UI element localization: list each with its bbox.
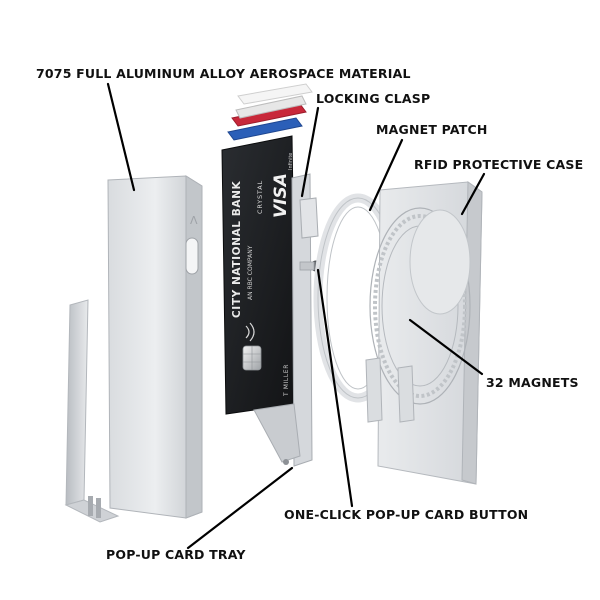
callout-line-magnet-patch [368, 138, 404, 212]
label-32-magnets: 32 MAGNETS [486, 375, 579, 390]
label-locking-clasp: LOCKING CLASP [316, 91, 431, 106]
card-holder: T MILLER [283, 364, 290, 397]
tray-pin [96, 498, 101, 518]
label-popup-button: ONE-CLICK POP-UP CARD BUTTON [284, 507, 529, 522]
callout-line-button [316, 268, 354, 508]
callout-lines [106, 82, 486, 550]
label-rfid-case: RFID PROTECTIVE CASE [414, 157, 584, 172]
card-tier: CRYSTAL [256, 180, 264, 214]
body-thumb-slot [185, 237, 199, 275]
card-blue [227, 117, 303, 141]
case-emboss [409, 209, 471, 315]
magnet-ring-outer [369, 207, 471, 405]
card-network-logo: VISA [271, 173, 291, 218]
callout-line-rfid [460, 172, 486, 216]
callout-line-tray [186, 466, 294, 550]
callout-line-clasp [300, 106, 320, 198]
card-company: AN RBC COMPANY [247, 245, 254, 300]
popup-card-tray [64, 299, 120, 523]
contactless-icon [245, 325, 250, 339]
body-logo-icon: Λ [190, 214, 198, 227]
aluminum-wallet-body: Λ [107, 175, 203, 519]
card-stack: CITY NATIONAL BANK AN RBC COMPANY CRYSTA… [221, 83, 313, 415]
rfid-protective-case [365, 181, 483, 485]
card-network-sub: Infinite [288, 153, 294, 170]
inner-tray-frame [253, 173, 322, 467]
locking-clasp [299, 197, 319, 239]
callout-line-magnets [408, 318, 484, 376]
label-popup-tray: POP-UP CARD TRAY [106, 547, 246, 562]
callout-line-material [106, 82, 136, 192]
magnet-ring-array [373, 214, 467, 398]
tray-screw [283, 459, 289, 465]
label-material: 7075 FULL ALUMINUM ALLOY AEROSPACE MATER… [36, 66, 411, 81]
label-magnet-patch: MAGNET PATCH [376, 122, 488, 137]
card-bank-name: CITY NATIONAL BANK [231, 180, 243, 318]
tray-pin [88, 496, 93, 516]
